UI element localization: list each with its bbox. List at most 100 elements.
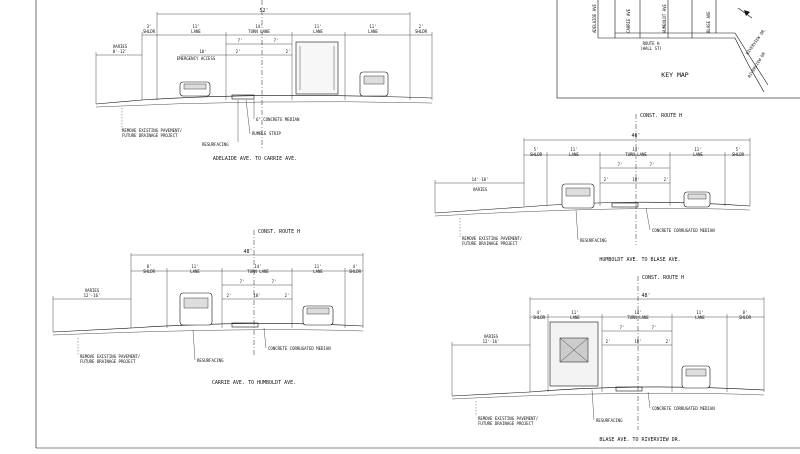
key-map-riverview-lower: RIVERVIEW DR (747, 51, 767, 79)
section-caption: ADELAIDE AVE. TO CARRIE AVE. (213, 156, 297, 162)
lane-label: LANE (191, 29, 201, 34)
car-icon (179, 81, 211, 97)
key-map: ADELAIDE AVE CARRIE AVE HUMBOLDT AVE BLA… (556, 0, 800, 99)
concrete-median (615, 386, 643, 392)
north-arrow-head-icon (744, 10, 750, 16)
lane-width: 8' (743, 310, 748, 315)
note-rumble-strip: RUMBLE STRIP (252, 131, 281, 136)
lane-label: TURN LANE (248, 29, 270, 34)
lane-width: 11' (694, 147, 701, 152)
median-dim: 2' (285, 293, 290, 298)
median-dim: 7' (240, 279, 245, 284)
key-map-street-humboldt: HUMBOLDT AVE (662, 4, 667, 33)
lane-label: LANE (570, 315, 580, 320)
note-drainage: FUTURE DRAINAGE PROJECT (478, 421, 534, 426)
car-icon (302, 305, 334, 326)
key-map-route-sub: (HALL ST) (640, 46, 662, 51)
lane-label: LANE (695, 315, 705, 320)
note-concrete-median: CONCRETE CORRUGATED MEDIAN (268, 346, 331, 351)
median-dim: 10' (253, 293, 260, 298)
note-resurfacing: RESURFACING (202, 142, 229, 147)
car-icon (359, 71, 389, 97)
note-remove-pavement: REMOVE EXISTING PAVEMENT/ (462, 236, 523, 241)
key-map-title: KEY MAP (661, 71, 688, 79)
median-dim: 7' (620, 325, 625, 330)
lane-label: TURN LANE (247, 269, 269, 274)
lane-width: 3' (147, 24, 152, 29)
median-dim: 7' (650, 162, 655, 167)
dim-total: 48' (243, 249, 252, 255)
section-humboldt: CONST. ROUTE H 46' 5' SHLDR 11' LANE 14'… (434, 113, 751, 263)
truck-icon (295, 41, 339, 95)
median-dim: 2' (236, 49, 241, 54)
concrete-median (611, 202, 639, 208)
median-dim: 7' (274, 38, 279, 43)
lane-width: 4' (537, 310, 542, 315)
median-dim: 2' (227, 293, 232, 298)
note-remove-pavement: REMOVE EXISTING PAVEMENT/ (478, 416, 539, 421)
centerline-label: CONST. ROUTE H (258, 229, 300, 235)
centerline-label: CONST. ROUTE H (640, 113, 682, 119)
lane-label: SHLDR (732, 152, 745, 157)
lane-width: 5' (736, 147, 741, 152)
lane-label: TURN LANE (627, 315, 649, 320)
car-icon (561, 183, 595, 209)
lane-label: SHLDR (530, 152, 543, 157)
lane-width: 11' (369, 24, 376, 29)
lane-label: TURN LANE (625, 152, 647, 157)
lane-label: LANE (313, 29, 323, 34)
lane-width: 11' (696, 310, 703, 315)
car-icon (683, 191, 711, 208)
note-concrete-median: CONCRETE CORRUGATED MEDIAN (652, 406, 715, 411)
lane-width: 11' (314, 264, 321, 269)
lane-label: SHLDR (143, 269, 156, 274)
lane-width: 11' (570, 147, 577, 152)
lane-label: SHLDR (415, 29, 428, 34)
note-emergency-access: EMERGENCY ACCESS (177, 56, 216, 61)
note-drainage: FUTURE DRAINAGE PROJECT (80, 359, 136, 364)
lane-width: 2' (419, 24, 424, 29)
key-map-riverview-upper: RIVERVIEW DR. (745, 27, 767, 56)
median-dim: 2' (606, 339, 611, 344)
note-drainage: FUTURE DRAINAGE PROJECT (122, 133, 178, 138)
lane-width: 14' (254, 264, 261, 269)
lane-label: SHLDR (143, 29, 156, 34)
median-dim: 2' (664, 177, 669, 182)
varies-range: 12'-16' (483, 339, 500, 344)
median-dim: 10' (634, 339, 641, 344)
concrete-median (231, 322, 259, 328)
median-dim: 2' (604, 177, 609, 182)
key-map-street-adelaide: ADELAIDE AVE (592, 4, 597, 33)
varies-range: 12'-16' (84, 293, 101, 298)
section-caption: BLASE AVE. TO RIVERVIEW DR. (599, 437, 680, 443)
lane-label: LANE (190, 269, 200, 274)
varies-label: VARIES (484, 334, 499, 339)
dim-total: 52' (259, 8, 268, 14)
median-dim: 7' (238, 38, 243, 43)
lane-label: LANE (313, 269, 323, 274)
lane-width: 8' (147, 264, 152, 269)
note-concrete-median: 6" CONCRETE MEDIAN (256, 117, 300, 122)
lane-width: 14' (255, 24, 262, 29)
note-resurfacing: RESURFACING (580, 238, 607, 243)
section-adelaide: 52' 3' SHLDR 11' LANE 14' TURN LANE 11' … (95, 0, 433, 162)
varies-label: VARIES (85, 288, 100, 293)
lane-label: SHLDR (349, 269, 362, 274)
section-caption: HUMBOLDT AVE. TO BLASE AVE. (599, 257, 680, 263)
centerline-label: CONST. ROUTE H (642, 275, 684, 281)
median-dim: 7' (618, 162, 623, 167)
varies-label: VARIES (113, 44, 128, 49)
lane-width: 14' (634, 310, 641, 315)
varies-range: 8'-12' (113, 49, 127, 54)
note-remove-pavement: REMOVE EXISTING PAVEMENT/ (80, 354, 141, 359)
median-dim: 10' (632, 177, 639, 182)
median-dim: 2' (286, 49, 291, 54)
varies-range: 14'-18' (472, 177, 489, 182)
note-remove-pavement: REMOVE EXISTING PAVEMENT/ (122, 128, 183, 133)
car-icon (179, 292, 213, 326)
note-resurfacing: RESURFACING (596, 418, 623, 423)
dim-total: 48' (641, 293, 650, 299)
lane-label: LANE (693, 152, 703, 157)
